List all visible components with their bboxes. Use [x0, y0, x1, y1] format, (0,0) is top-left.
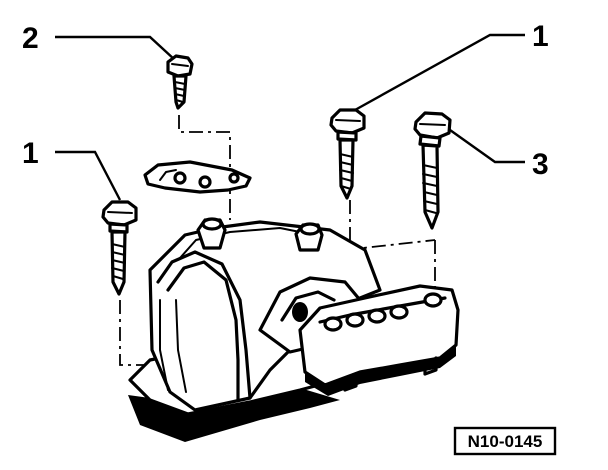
figure-code-box: N10-0145 — [453, 426, 557, 456]
callout-2: 2 — [22, 22, 39, 55]
callout-1-left: 1 — [22, 137, 39, 170]
callout-3: 3 — [532, 148, 549, 181]
bolt-1-right-icon — [329, 108, 366, 200]
engine-mount-body — [128, 217, 382, 442]
bolt-1-left-icon — [101, 200, 138, 296]
bolt-2-icon — [166, 54, 194, 110]
callout-1-right: 1 — [532, 20, 549, 53]
bolt-3-icon — [413, 111, 452, 230]
bracket-plate-icon — [143, 160, 252, 194]
figure-code: N10-0145 — [468, 432, 543, 451]
support-arm — [298, 284, 460, 396]
leader-lines — [55, 33, 525, 201]
